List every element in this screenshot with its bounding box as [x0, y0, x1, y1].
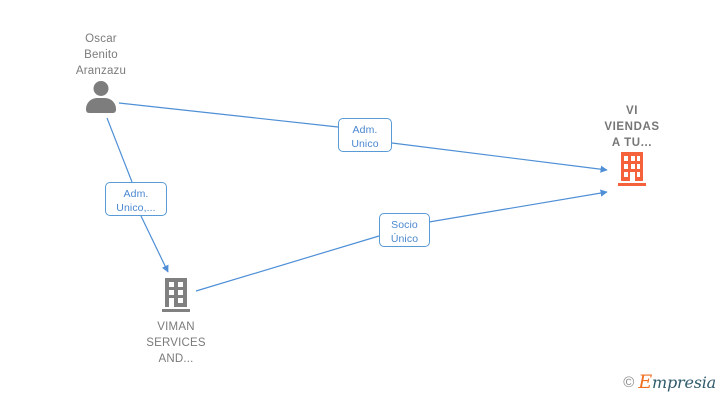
building-icon-gray[interactable] [116, 277, 236, 317]
building-base-shape [162, 309, 190, 312]
brand-wordmark: Empresia [638, 373, 716, 392]
node-label-company-viman: VIMAN SERVICES AND... [146, 321, 206, 365]
building-icon-orange[interactable] [572, 151, 692, 191]
brand-initial: E [638, 371, 652, 393]
edge-viman-to-viviendas [195, 189, 608, 292]
edge-oscar-to-viman [106, 117, 169, 273]
copyright-icon: © [623, 374, 635, 391]
person-head-shape [93, 81, 109, 96]
person-icon[interactable] [41, 79, 161, 119]
building-base-shape [618, 183, 646, 186]
node-company-viman[interactable]: VIMAN SERVICES AND... [116, 277, 236, 367]
node-company-viviendas[interactable]: VI VIENDAS A TU... [572, 103, 692, 191]
edge-label-socio-unico[interactable]: Socio Único [379, 213, 430, 247]
brand-rest: mpresia [652, 373, 716, 392]
person-body-shape [86, 98, 116, 113]
edge-label-adm-unico-mas[interactable]: Adm. Unico,... [105, 182, 167, 216]
edge-oscar-to-viviendas [118, 102, 608, 173]
node-person-oscar[interactable]: Oscar Benito Aranzazu [41, 31, 161, 119]
empresia-watermark: © Empresia [623, 373, 716, 392]
node-label-company-viviendas: VI VIENDAS A TU... [604, 105, 660, 149]
node-label-person-oscar: Oscar Benito Aranzazu [75, 33, 127, 77]
edge-label-adm-unico[interactable]: Adm. Unico [338, 118, 392, 152]
